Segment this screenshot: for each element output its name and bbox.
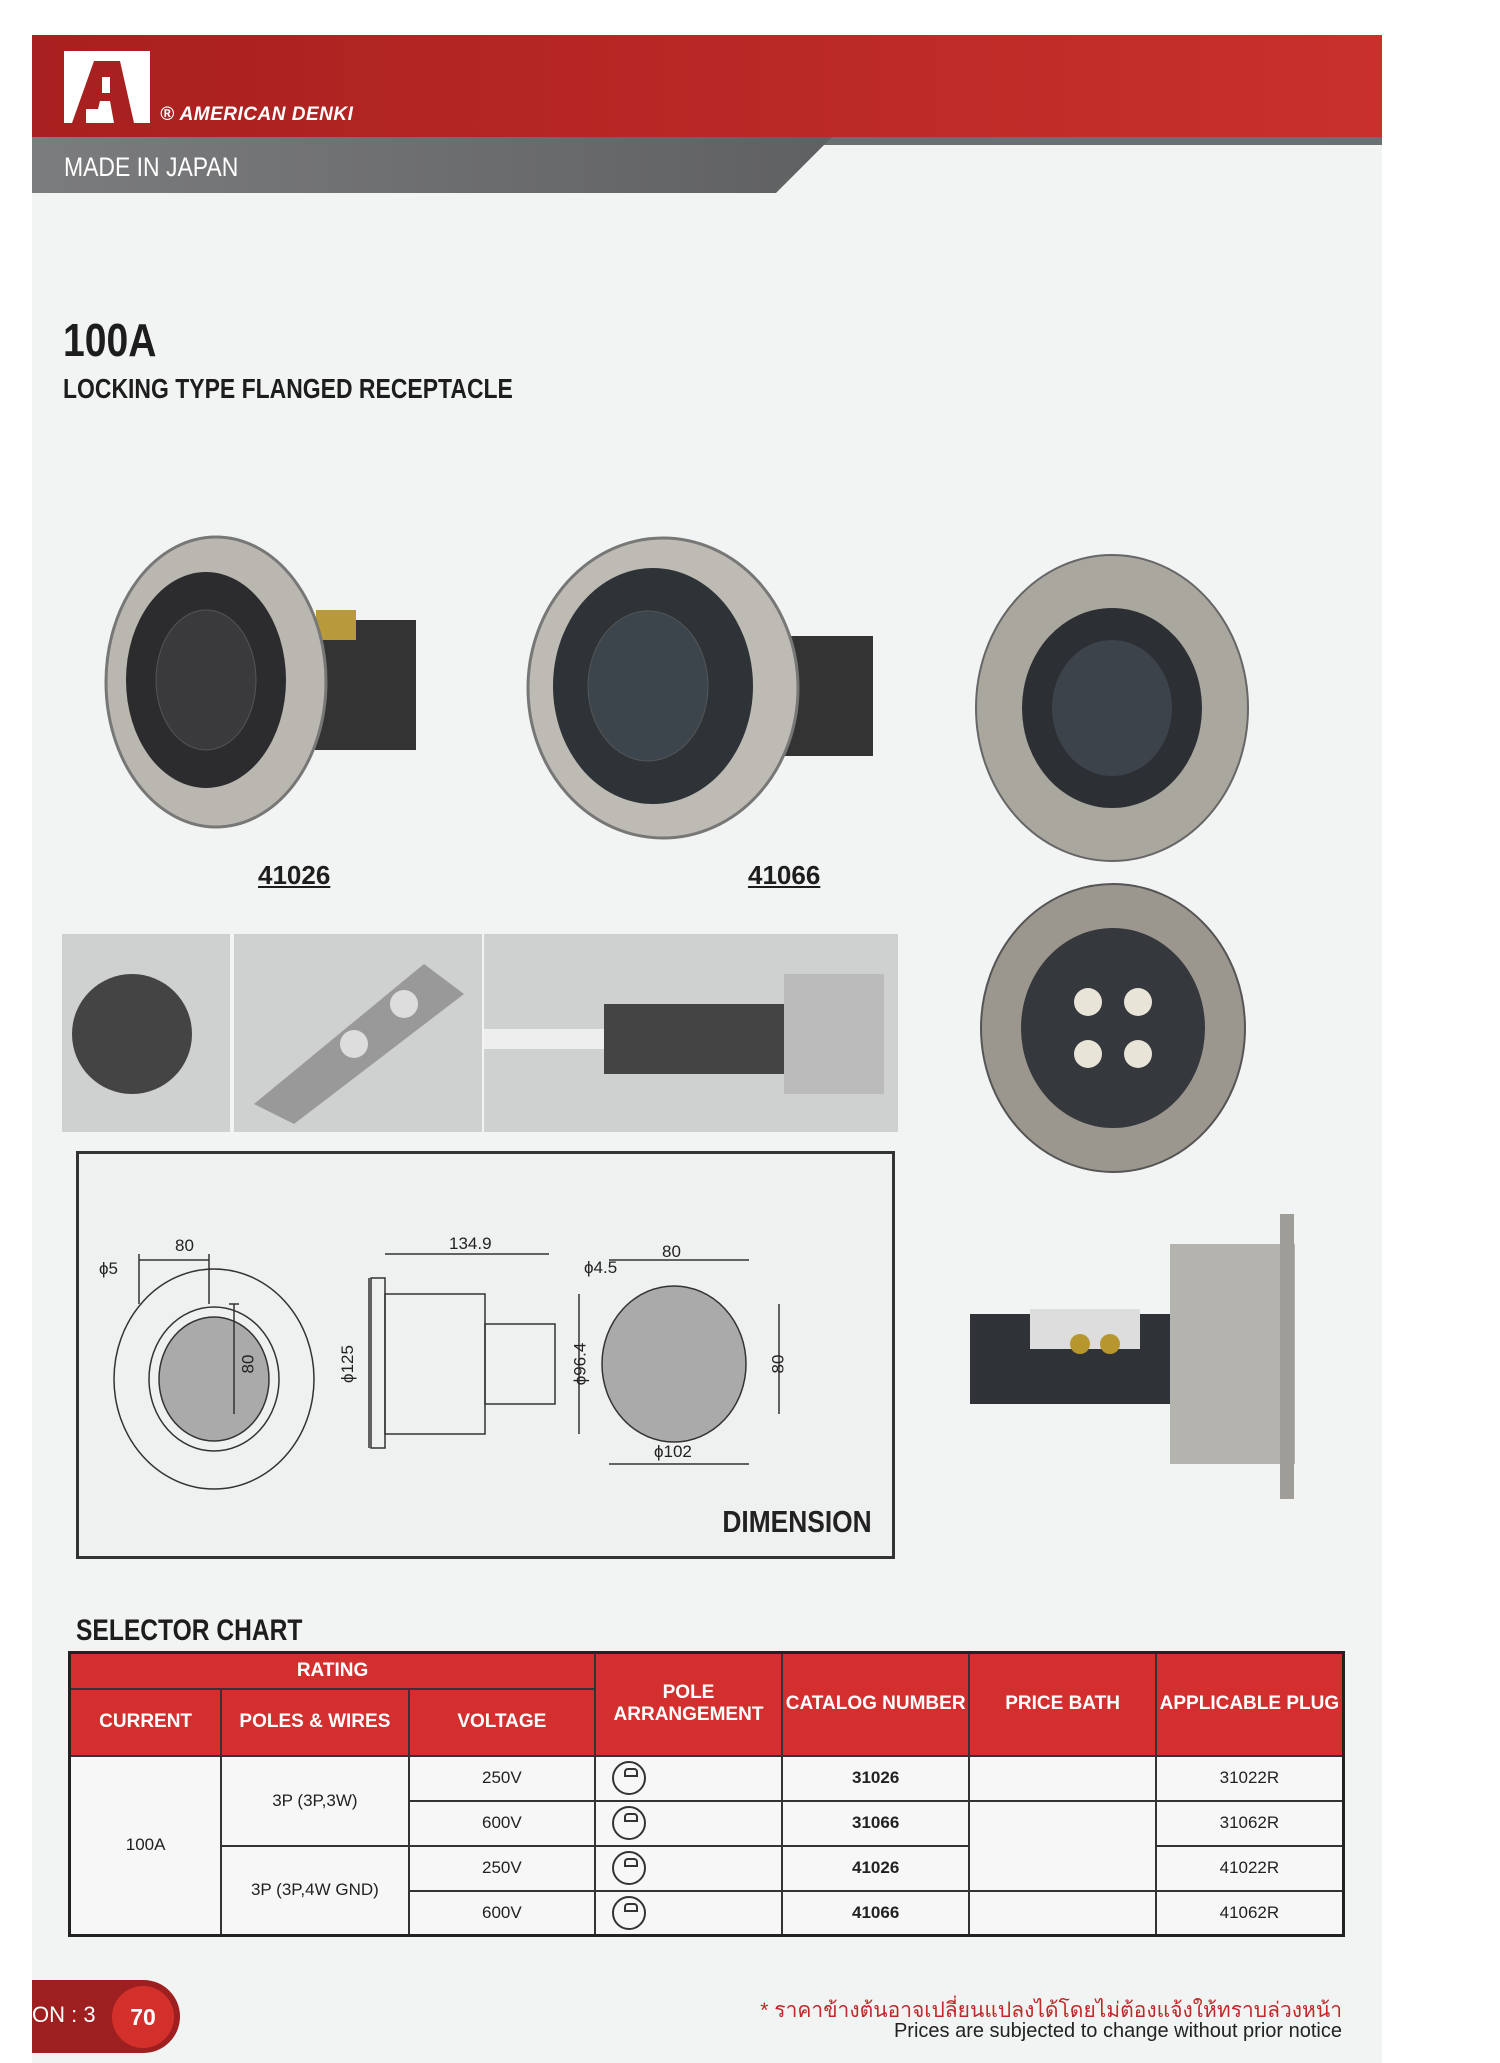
cell-plug: 41022R bbox=[1154, 1844, 1345, 1892]
photo-side-view bbox=[970, 1214, 1295, 1499]
photo-front-view bbox=[975, 554, 1249, 862]
dimension-lines bbox=[113, 1253, 780, 1490]
header-rating: RATING bbox=[68, 1651, 597, 1690]
model-label-41026: 41026 bbox=[258, 860, 331, 890]
cell-price bbox=[968, 1754, 1157, 1802]
cell-plug: 31022R bbox=[1154, 1754, 1345, 1802]
price-note-thai: * ราคาข้างต้นอาจเปลี่ยนแปลงได้โดยไม่ต้อง… bbox=[760, 1999, 1342, 2022]
dim-cut-dia: ϕ102 bbox=[654, 1442, 692, 1461]
product-title: LOCKING TYPE FLANGED RECEPTACLE bbox=[63, 373, 513, 404]
photo-cover-cap bbox=[62, 934, 230, 1132]
photo-41066 bbox=[526, 536, 873, 840]
pole-arrangement-icon bbox=[611, 1761, 646, 1795]
dim-cut-hole: ϕ4.5 bbox=[584, 1258, 618, 1277]
photo-rear-view bbox=[980, 883, 1246, 1173]
page-number: 70 bbox=[112, 1986, 174, 2048]
table-row: 3P (3P,4W GND) 250V 41026 41022R bbox=[70, 1844, 1345, 1937]
table-row: 600V 41066 41062R bbox=[70, 1889, 1345, 1937]
cell-poles: 3P (3P,4W GND) bbox=[220, 1844, 410, 1937]
cell-voltage: 600V bbox=[407, 1799, 597, 1847]
price-note-english: Prices are subjected to change without p… bbox=[893, 2020, 1342, 2042]
photo-terminal-lug bbox=[234, 934, 482, 1132]
dim-front-height: 80 bbox=[238, 1354, 258, 1374]
header-band bbox=[32, 35, 1382, 137]
photo-41026 bbox=[104, 535, 416, 829]
cell-catalog: 41066 bbox=[780, 1889, 971, 1937]
selector-chart-title: SELECTOR CHART bbox=[76, 1614, 303, 1647]
cell-voltage: 600V bbox=[407, 1889, 597, 1937]
product-current: 100A bbox=[63, 314, 157, 366]
dimension-drawing: 80 ϕ5 80 134.9 ϕ125 ϕ96.4 ϕ4.5 80 80 ϕ10… bbox=[76, 1151, 895, 1559]
cell-price bbox=[968, 1799, 1157, 1892]
header-price: PRICE BATH bbox=[968, 1651, 1157, 1757]
page-badge: ON : 3 70 bbox=[32, 1980, 180, 2053]
made-in-japan-tab bbox=[32, 137, 832, 193]
cell-catalog: 41026 bbox=[780, 1844, 971, 1892]
dim-length: 134.9 bbox=[449, 1234, 492, 1253]
table-row: 600V 31066 31062R bbox=[70, 1799, 1345, 1892]
dim-body-dia: ϕ96.4 bbox=[570, 1342, 590, 1386]
cell-catalog: 31026 bbox=[780, 1754, 971, 1802]
cell-poles: 3P (3P,3W) bbox=[220, 1754, 410, 1847]
cell-price bbox=[968, 1889, 1157, 1937]
american-denki-logo bbox=[64, 51, 150, 123]
header-poles-wires: POLES & WIRES bbox=[220, 1687, 410, 1757]
pole-arrangement-icon bbox=[611, 1895, 646, 1930]
cell-plug: 41062R bbox=[1154, 1889, 1345, 1937]
cell-voltage: 250V bbox=[407, 1844, 597, 1892]
pole-arrangement-icon bbox=[611, 1851, 646, 1885]
dim-front-width: 80 bbox=[175, 1236, 194, 1255]
selector-table: RATING POLE ARRANGEMENT CATALOG NUMBER P… bbox=[68, 1651, 1345, 1937]
photo-wired-receptacle bbox=[484, 934, 898, 1132]
dim-flange-dia: ϕ125 bbox=[337, 1345, 357, 1383]
brand-name: ® AMERICAN DENKI bbox=[160, 104, 353, 126]
dim-cut-height: 80 bbox=[768, 1354, 788, 1374]
cell-catalog: 31066 bbox=[780, 1799, 971, 1847]
dim-front-hole: ϕ5 bbox=[99, 1259, 118, 1278]
cell-voltage: 250V bbox=[407, 1754, 597, 1802]
header-pole-arrangement: POLE ARRANGEMENT bbox=[594, 1651, 783, 1757]
header-voltage: VOLTAGE bbox=[407, 1687, 597, 1757]
table-row: 100A 3P (3P,3W) 250V 31026 31022R bbox=[68, 1754, 1345, 1937]
brand-text: AMERICAN DENKI bbox=[179, 104, 354, 125]
model-label-41066: 41066 bbox=[748, 860, 821, 890]
cell-current: 100A bbox=[68, 1754, 223, 1937]
dim-cut-width: 80 bbox=[662, 1242, 681, 1261]
cell-plug: 31062R bbox=[1154, 1799, 1345, 1847]
header-catalog-number: CATALOG NUMBER bbox=[780, 1651, 971, 1757]
header-current: CURRENT bbox=[68, 1687, 223, 1757]
registered-mark: ® bbox=[160, 104, 175, 125]
made-in-japan: MADE IN JAPAN bbox=[64, 152, 239, 182]
dimension-title: DIMENSION bbox=[722, 1504, 872, 1539]
section-label: ON : 3 bbox=[32, 2002, 96, 2027]
pole-arrangement-icon bbox=[611, 1806, 646, 1840]
header-applicable-plug: APPLICABLE PLUG bbox=[1154, 1651, 1345, 1757]
